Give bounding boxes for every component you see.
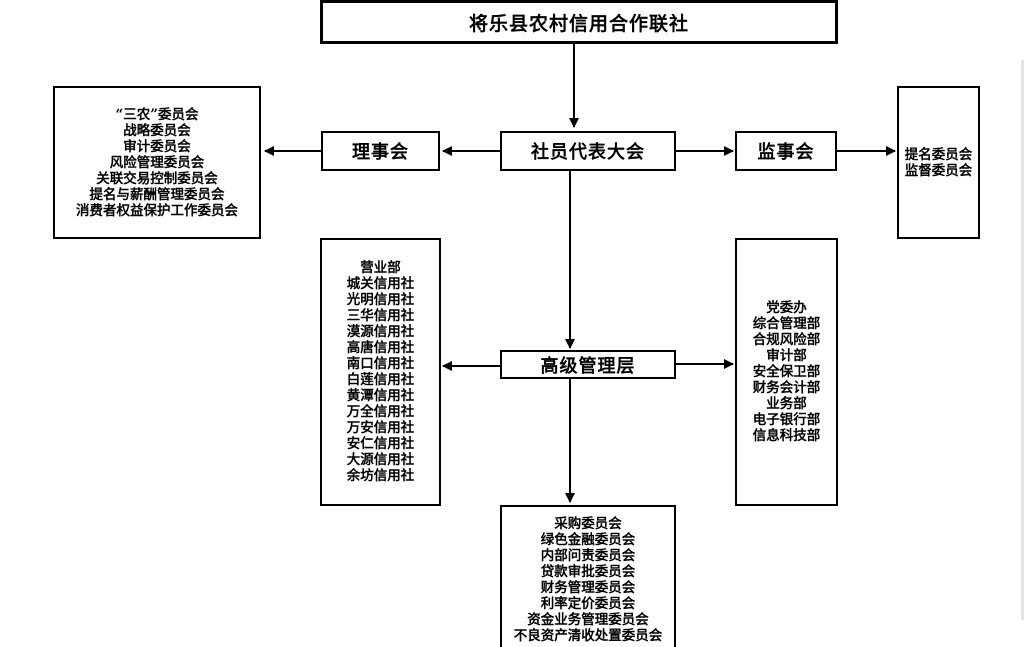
list-item: 审计委员会 — [123, 138, 191, 155]
list-item: 高唐信用社 — [346, 340, 415, 356]
list-item: 黄潭信用社 — [346, 388, 415, 404]
list-item: 财务管理委员会 — [540, 580, 636, 596]
board-committees-box: “三农”委员会 战略委员会 审计委员会 风险管理委员会 关联交易控制委员会 提名… — [53, 86, 261, 239]
supervisory-committees-box: 提名委员会 监督委员会 — [897, 86, 980, 239]
list-item: 城关信用社 — [346, 276, 415, 292]
list-item: 漠源信用社 — [346, 324, 415, 340]
list-item: 余坊信用社 — [346, 468, 415, 484]
list-item: 业务部 — [766, 396, 807, 412]
list-item: 消费者权益保护工作委员会 — [76, 202, 238, 219]
branches-box: 营业部 城关信用社 光明信用社 三华信用社 漠源信用社 高唐信用社 南口信用社 … — [320, 238, 441, 506]
list-item: 南口信用社 — [346, 356, 415, 372]
list-item: 万全信用社 — [346, 404, 415, 420]
list-item: 三华信用社 — [346, 308, 415, 324]
list-item: 财务会计部 — [752, 380, 821, 396]
list-item: 安全保卫部 — [752, 364, 821, 380]
list-item: 关联交易控制委员会 — [96, 170, 218, 187]
list-item: 大源信用社 — [346, 452, 415, 468]
management-node: 高级管理层 — [500, 350, 676, 379]
list-item: 监督委员会 — [904, 162, 973, 179]
list-item: 审计部 — [766, 348, 807, 364]
list-item: 综合管理部 — [752, 316, 821, 332]
supervisory-node: 监事会 — [735, 131, 837, 171]
list-item: 绿色金融委员会 — [540, 532, 636, 548]
list-item: 信息科技部 — [752, 428, 821, 444]
list-item: 安仁信用社 — [346, 436, 415, 452]
board-node: 理事会 — [321, 131, 440, 171]
departments-box: 党委办 综合管理部 合规风险部 审计部 安全保卫部 财务会计部 业务部 电子银行… — [735, 238, 838, 506]
list-item: 资金业务管理委员会 — [527, 612, 649, 628]
list-item: 不良资产清收处置委员会 — [513, 628, 663, 644]
list-item: 万安信用社 — [346, 420, 415, 436]
list-item: 白莲信用社 — [346, 372, 415, 388]
list-item: 风险管理委员会 — [109, 154, 205, 171]
list-item: 营业部 — [360, 260, 401, 276]
list-item: 提名与薪酬管理委员会 — [89, 186, 225, 203]
list-item: 党委办 — [766, 300, 807, 316]
list-item: 贷款审批委员会 — [540, 564, 636, 580]
page-edge-divider — [1021, 60, 1024, 620]
management-committees-box: 采购委员会 绿色金融委员会 内部问责委员会 贷款审批委员会 财务管理委员会 利率… — [500, 505, 676, 647]
list-item: 战略委员会 — [123, 122, 191, 139]
list-item: 利率定价委员会 — [540, 596, 636, 612]
list-item: 内部问责委员会 — [540, 548, 636, 564]
list-item: 电子银行部 — [752, 412, 821, 428]
list-item: 提名委员会 — [904, 146, 973, 163]
list-item: 合规风险部 — [752, 332, 821, 348]
list-item: “三农”委员会 — [115, 106, 199, 123]
list-item: 光明信用社 — [346, 292, 415, 308]
list-item: 采购委员会 — [554, 516, 622, 532]
assembly-node: 社员代表大会 — [500, 131, 676, 171]
org-title: 将乐县农村信用合作联社 — [320, 0, 838, 44]
